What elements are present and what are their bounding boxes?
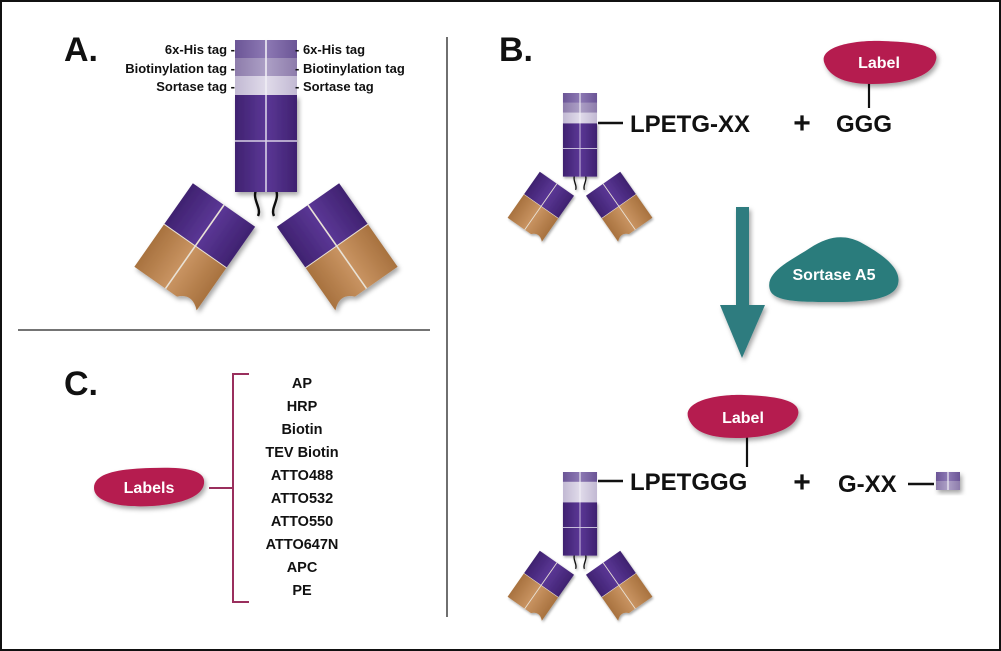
product-sequence: LPETGGG	[630, 469, 747, 496]
label-item: PE	[292, 583, 312, 599]
label-item: TEV Biotin	[265, 445, 338, 461]
panel-c-letter: C.	[64, 365, 98, 403]
reaction-arrow	[720, 207, 765, 358]
panel-b-antibody-top	[506, 92, 654, 243]
labels-blob	[94, 467, 205, 507]
tag-label-left-his: 6x-His tag -	[165, 42, 235, 57]
label-blob-top	[823, 40, 937, 84]
sortase-enzyme-text: Sortase A5	[793, 267, 876, 284]
label-item: ATTO647N	[266, 537, 339, 553]
ggg-nucleophile: GGG	[836, 111, 892, 138]
plus-sign-bottom: +	[793, 466, 811, 499]
byproduct-sequence: G-XX	[838, 471, 897, 498]
label-item: ATTO532	[271, 491, 333, 507]
tag-label-right-biotin: - Biotinylation tag	[295, 61, 405, 76]
label-blob-bottom-text: Label	[722, 410, 764, 427]
panel-a-antibody	[133, 38, 399, 312]
label-item: Biotin	[281, 422, 322, 438]
label-item: HRP	[287, 399, 318, 415]
label-list: AP HRP Biotin TEV Biotin ATTO488 ATTO532…	[265, 376, 338, 599]
plus-sign-top: +	[793, 107, 811, 140]
panel-b-antibody-bottom	[506, 471, 654, 622]
tag-label-left-sortase: Sortase tag -	[156, 79, 235, 94]
panel-a-letter: A.	[64, 31, 98, 69]
tag-label-left-biotin: Biotinylation tag -	[125, 61, 235, 76]
label-item: ATTO488	[271, 468, 333, 484]
tag-label-right-sortase: - Sortase tag	[295, 79, 374, 94]
label-blob-bottom	[687, 394, 799, 438]
tag-label-right-his: - 6x-His tag	[295, 42, 365, 57]
panel-b-letter: B.	[499, 31, 533, 69]
released-tag-fragment	[936, 472, 960, 490]
label-item: APC	[287, 560, 318, 576]
label-item: AP	[292, 376, 312, 392]
sortase-enzyme-blob	[769, 237, 899, 302]
substrate-sequence: LPETG-XX	[630, 111, 750, 138]
label-blob-top-text: Label	[858, 55, 900, 72]
label-item: ATTO550	[271, 514, 333, 530]
labels-bracket	[232, 373, 249, 603]
labels-blob-text: Labels	[124, 480, 175, 497]
